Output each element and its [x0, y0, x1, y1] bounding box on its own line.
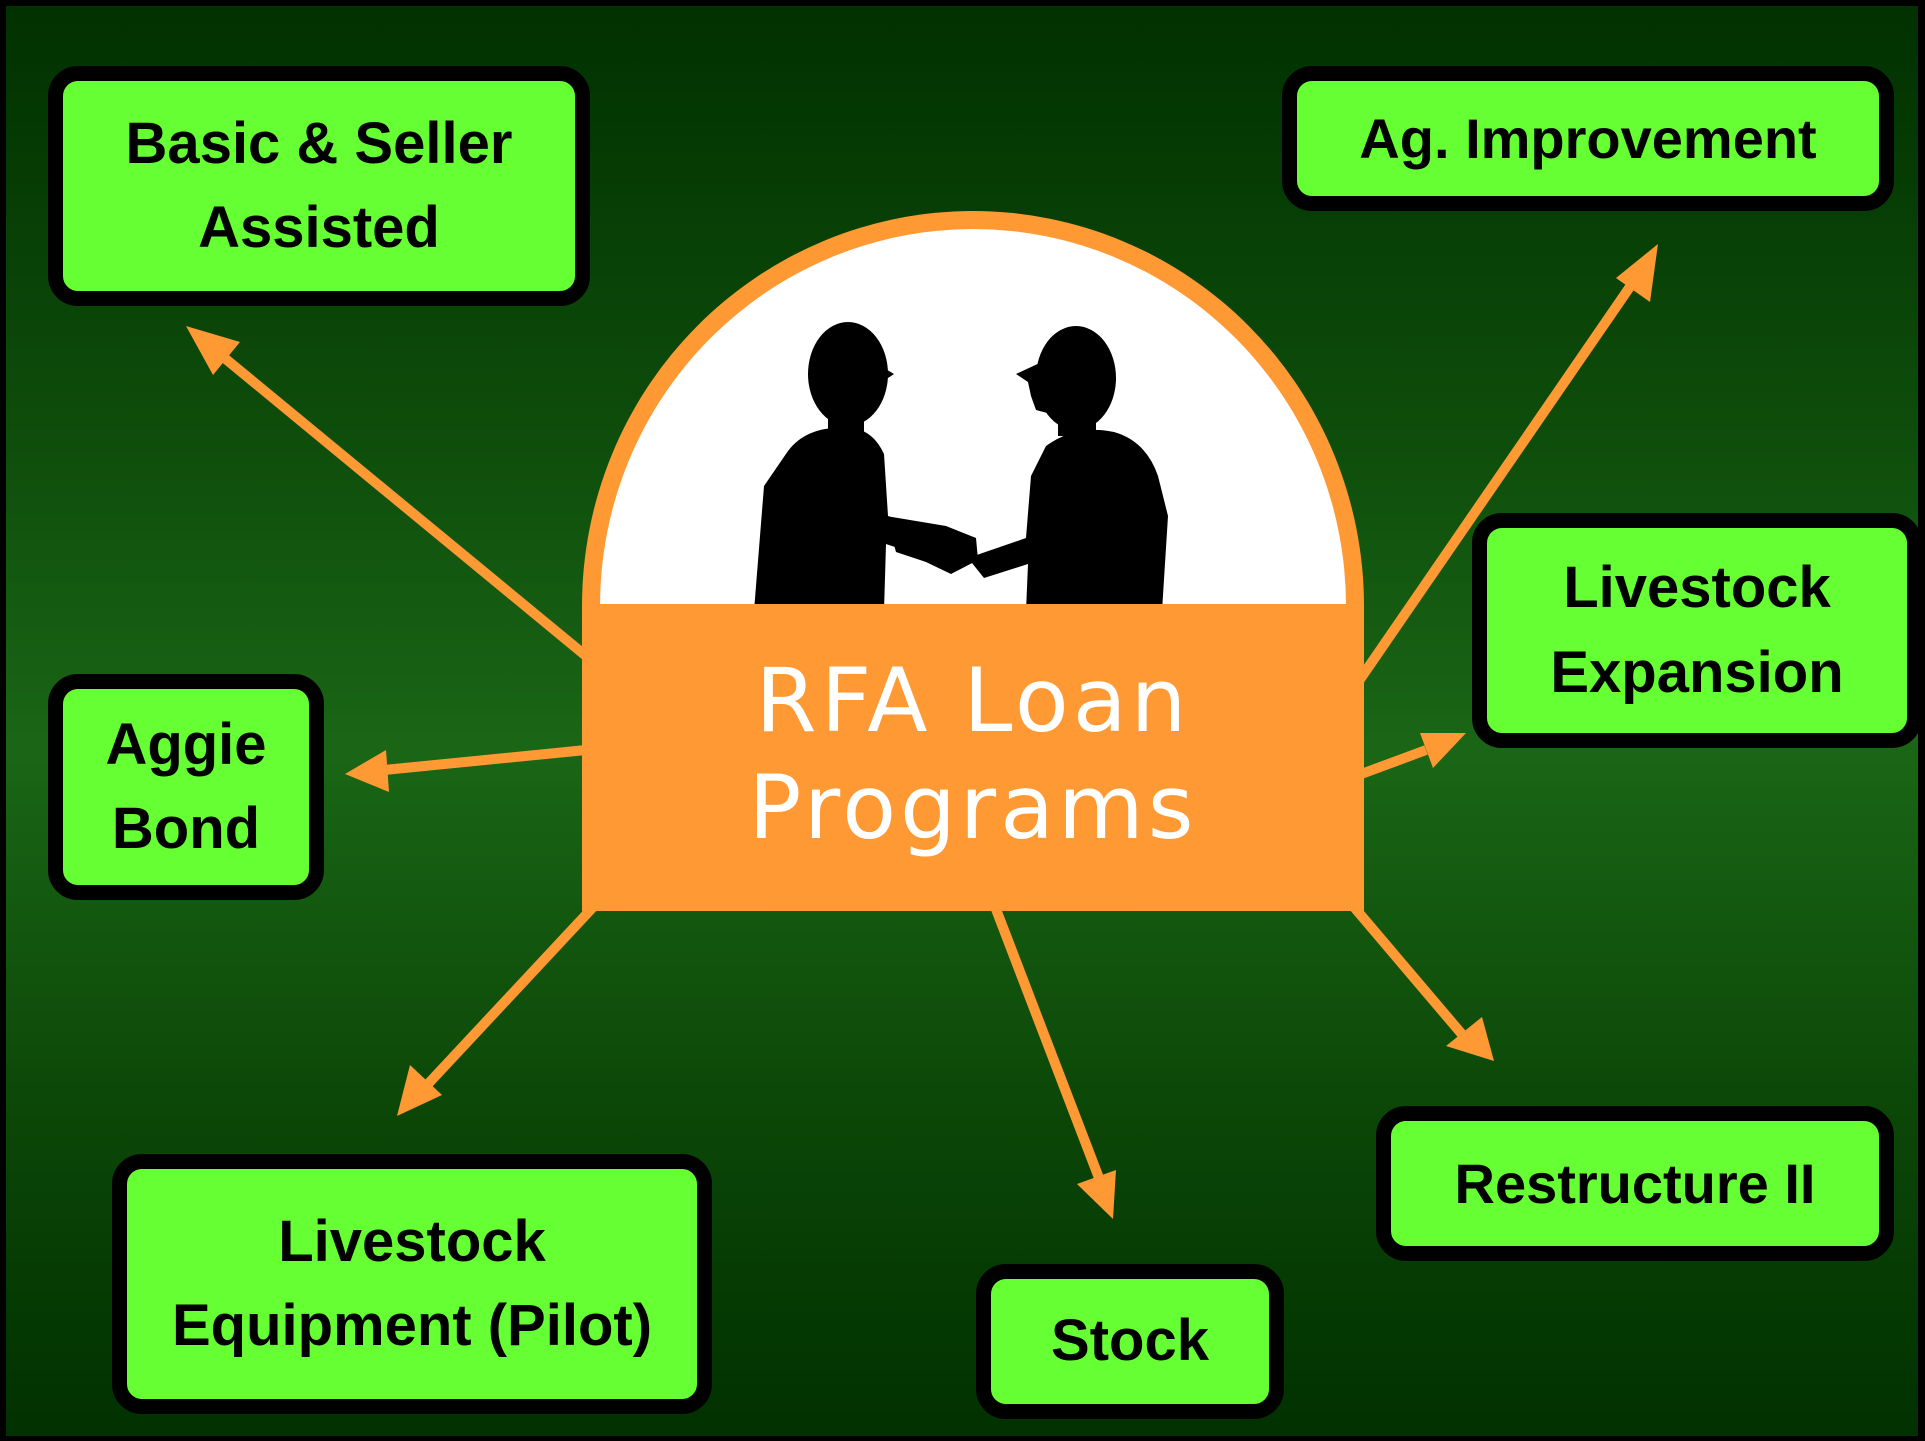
arrow-layer: [186, 244, 1658, 1219]
center-title: RFA Loan Programs: [589, 604, 1357, 904]
arrow-to-basic-seller-assisted: [186, 326, 590, 660]
program-aggie-bond[interactable]: Aggie Bond: [48, 674, 324, 900]
program-stock[interactable]: Stock: [976, 1264, 1284, 1419]
program-livestock-expansion[interactable]: Livestock Expansion: [1472, 513, 1922, 748]
handshake-silhouette-icon: [754, 322, 1168, 611]
arrow-to-stock: [989, 902, 1116, 1219]
arrow-to-restructure-ii: [1344, 896, 1494, 1061]
program-livestock-equipment-pilot[interactable]: Livestock Equipment (Pilot): [112, 1154, 712, 1414]
program-restructure-ii[interactable]: Restructure II: [1376, 1106, 1894, 1261]
arrow-to-aggie-bond: [345, 745, 587, 792]
arrow-to-livestock-equipment-pilot: [397, 900, 600, 1116]
program-basic-seller-assisted[interactable]: Basic & Seller Assisted: [48, 66, 590, 306]
arrow-to-livestock-expansion: [1354, 733, 1466, 781]
arrow-to-ag-improvement: [1347, 244, 1658, 694]
diagram-canvas: RFA Loan Programs Basic & Seller Assiste…: [6, 6, 1922, 1436]
program-ag-improvement[interactable]: Ag. Improvement: [1282, 66, 1894, 211]
